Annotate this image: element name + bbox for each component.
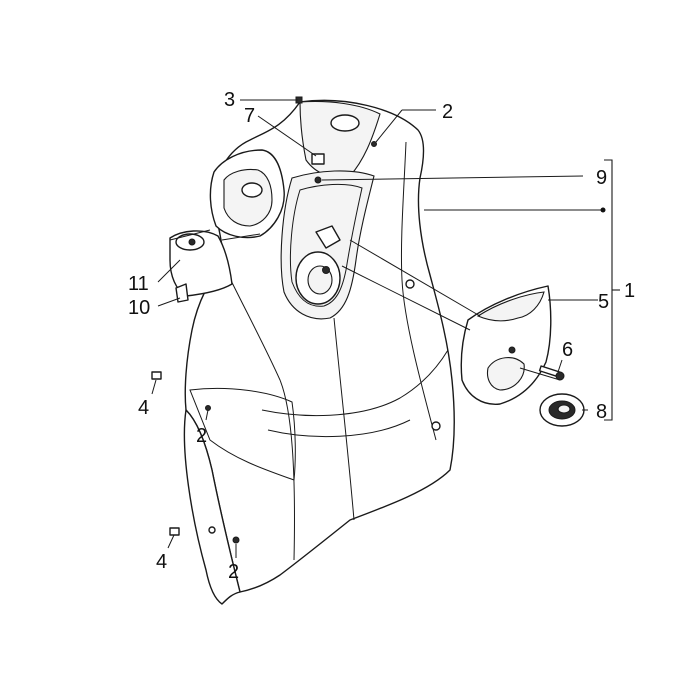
callout-3: 3 <box>224 89 235 111</box>
callout-6: 6 <box>562 339 573 361</box>
screw-2-top <box>371 141 377 147</box>
center-crease <box>333 317 355 521</box>
key-cover-hole <box>188 238 196 246</box>
leader-9 <box>321 175 584 181</box>
guide-keycover-a <box>169 229 211 241</box>
cover-panel-top-cut <box>476 291 545 322</box>
cover-panel <box>460 285 552 405</box>
lower-sweep <box>261 349 449 417</box>
pocket-rim <box>289 183 363 307</box>
callout-8: 8 <box>596 401 607 423</box>
key-cover-tab <box>175 283 189 303</box>
screw-6 <box>538 365 565 381</box>
clip-4-upper <box>151 371 162 380</box>
screw-2-left <box>205 405 211 411</box>
right-screw-hole <box>405 279 415 289</box>
callout-7: 7 <box>244 105 255 127</box>
leader-4-lower <box>167 534 175 549</box>
lower-sweep-2 <box>267 419 411 438</box>
callout-4-lower: 4 <box>156 551 167 573</box>
guide-keycover-b <box>221 233 261 241</box>
glovebox-lock <box>241 182 263 198</box>
bracket-dot <box>600 207 606 213</box>
pocket-bracket <box>315 225 341 249</box>
callout-5: 5 <box>598 291 609 313</box>
callout-2-bottom: 2 <box>228 561 239 583</box>
clip-9 <box>314 176 322 184</box>
leader-6 <box>557 359 563 373</box>
assembly-bracket <box>604 159 613 421</box>
right-panel-line <box>400 141 437 441</box>
cover-panel-hole <box>486 357 525 391</box>
lower-screw-hole <box>431 421 441 431</box>
clip-7 <box>311 153 325 165</box>
guide-panel-b <box>349 239 481 317</box>
callout-11: 11 <box>128 273 149 295</box>
cover-panel-screw <box>508 346 516 354</box>
leader-4-upper <box>151 379 157 395</box>
leader-10 <box>157 297 181 307</box>
top-hole <box>330 114 360 132</box>
leader-7 <box>257 115 317 157</box>
leader-2-left <box>205 409 209 421</box>
left-glovebox <box>209 149 285 239</box>
guide-panel-a <box>341 265 471 331</box>
callout-9: 9 <box>596 167 607 189</box>
guide-screw <box>519 367 561 381</box>
callout-4-upper: 4 <box>138 397 149 419</box>
left-panel-line <box>221 261 295 561</box>
leg-shield-left-flange <box>183 409 241 605</box>
callout-2-top: 2 <box>442 101 453 123</box>
lower-left-hole <box>208 526 216 534</box>
callout-2-left: 2 <box>196 425 207 447</box>
screw-2-bottom <box>232 536 240 544</box>
callout-10: 10 <box>128 297 150 319</box>
leader-lines <box>151 99 603 558</box>
ignition-center <box>322 266 330 274</box>
bezel-ring <box>539 393 585 427</box>
glovebox-inner <box>223 168 273 227</box>
callout-1: 1 <box>624 280 635 302</box>
left-window <box>189 387 296 481</box>
leader-2-top-b <box>375 109 403 143</box>
leader-11 <box>157 259 181 283</box>
clip-4-lower <box>169 527 180 536</box>
bezel-ring-core <box>557 404 571 414</box>
